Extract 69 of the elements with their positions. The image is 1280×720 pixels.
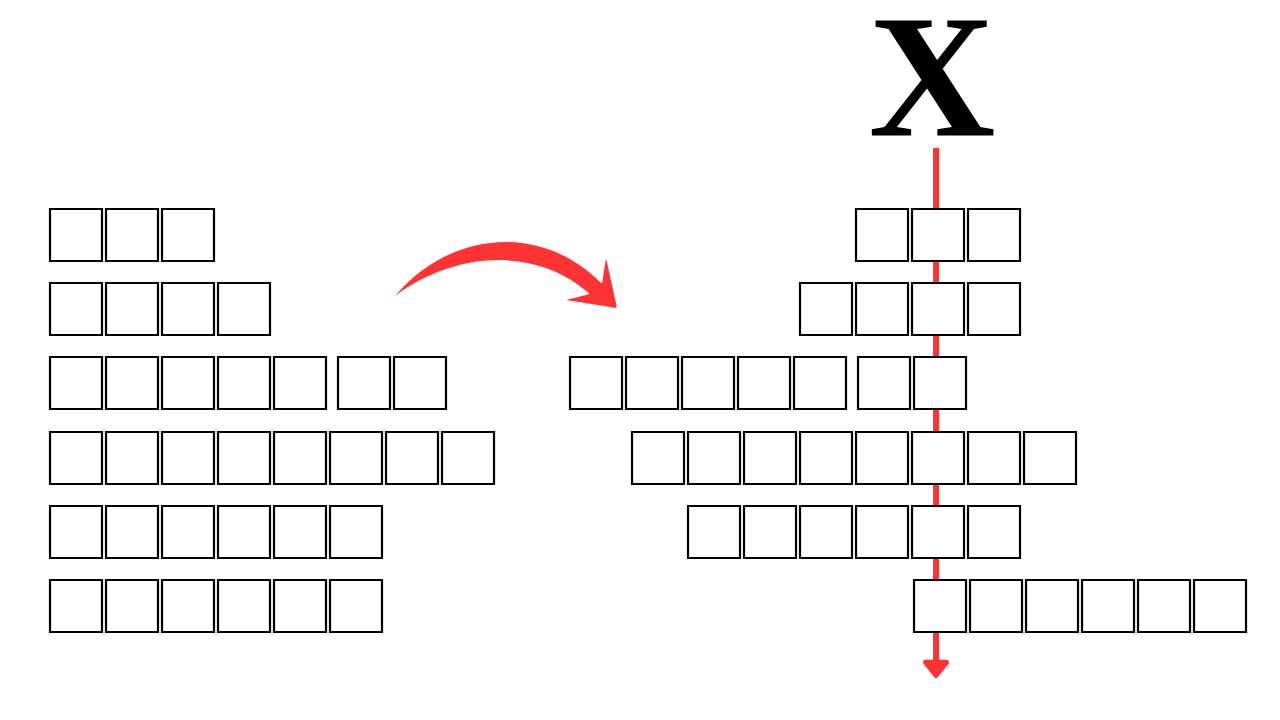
square-box bbox=[440, 430, 496, 486]
square-box bbox=[910, 430, 966, 486]
square-box bbox=[48, 207, 104, 263]
square-box bbox=[630, 430, 686, 486]
square-box bbox=[966, 207, 1022, 263]
square-box bbox=[798, 504, 854, 560]
square-box bbox=[798, 430, 854, 486]
square-box bbox=[912, 355, 968, 411]
square-box bbox=[272, 578, 328, 634]
square-box bbox=[216, 504, 272, 560]
square-box bbox=[568, 355, 624, 411]
square-box bbox=[854, 504, 910, 560]
square-box bbox=[736, 355, 792, 411]
square-box bbox=[856, 355, 912, 411]
square-box bbox=[742, 504, 798, 560]
square-box bbox=[272, 504, 328, 560]
square-box bbox=[216, 281, 272, 337]
square-box bbox=[328, 430, 384, 486]
square-box bbox=[104, 207, 160, 263]
square-box bbox=[104, 578, 160, 634]
square-box bbox=[392, 355, 448, 411]
square-box bbox=[160, 578, 216, 634]
square-box bbox=[160, 504, 216, 560]
square-box bbox=[686, 430, 742, 486]
square-box bbox=[48, 504, 104, 560]
square-box bbox=[910, 504, 966, 560]
square-box bbox=[48, 355, 104, 411]
square-box bbox=[104, 430, 160, 486]
square-box bbox=[854, 207, 910, 263]
square-box bbox=[1136, 578, 1192, 634]
square-box bbox=[160, 355, 216, 411]
square-box bbox=[384, 430, 440, 486]
square-box bbox=[966, 430, 1022, 486]
square-box bbox=[854, 430, 910, 486]
square-box bbox=[48, 281, 104, 337]
square-box bbox=[910, 281, 966, 337]
square-box bbox=[798, 281, 854, 337]
square-box bbox=[328, 578, 384, 634]
square-box bbox=[624, 355, 680, 411]
square-box bbox=[680, 355, 736, 411]
square-box bbox=[216, 578, 272, 634]
square-box bbox=[272, 430, 328, 486]
square-box bbox=[336, 355, 392, 411]
square-box bbox=[272, 355, 328, 411]
square-box bbox=[48, 430, 104, 486]
square-box bbox=[686, 504, 742, 560]
square-box bbox=[792, 355, 848, 411]
square-box bbox=[160, 281, 216, 337]
square-box bbox=[966, 504, 1022, 560]
square-box bbox=[1024, 578, 1080, 634]
square-box bbox=[742, 430, 798, 486]
square-box bbox=[912, 578, 968, 634]
square-box bbox=[910, 207, 966, 263]
square-box bbox=[1192, 578, 1248, 634]
square-box bbox=[216, 430, 272, 486]
square-box bbox=[104, 355, 160, 411]
square-box bbox=[160, 430, 216, 486]
square-box bbox=[968, 578, 1024, 634]
square-box bbox=[104, 504, 160, 560]
square-box bbox=[328, 504, 384, 560]
square-box bbox=[854, 281, 910, 337]
square-box bbox=[216, 355, 272, 411]
axis-label: X bbox=[871, 20, 994, 136]
square-box bbox=[1022, 430, 1078, 486]
square-box bbox=[48, 578, 104, 634]
square-box bbox=[104, 281, 160, 337]
square-box bbox=[966, 281, 1022, 337]
square-box bbox=[1080, 578, 1136, 634]
square-box bbox=[160, 207, 216, 263]
